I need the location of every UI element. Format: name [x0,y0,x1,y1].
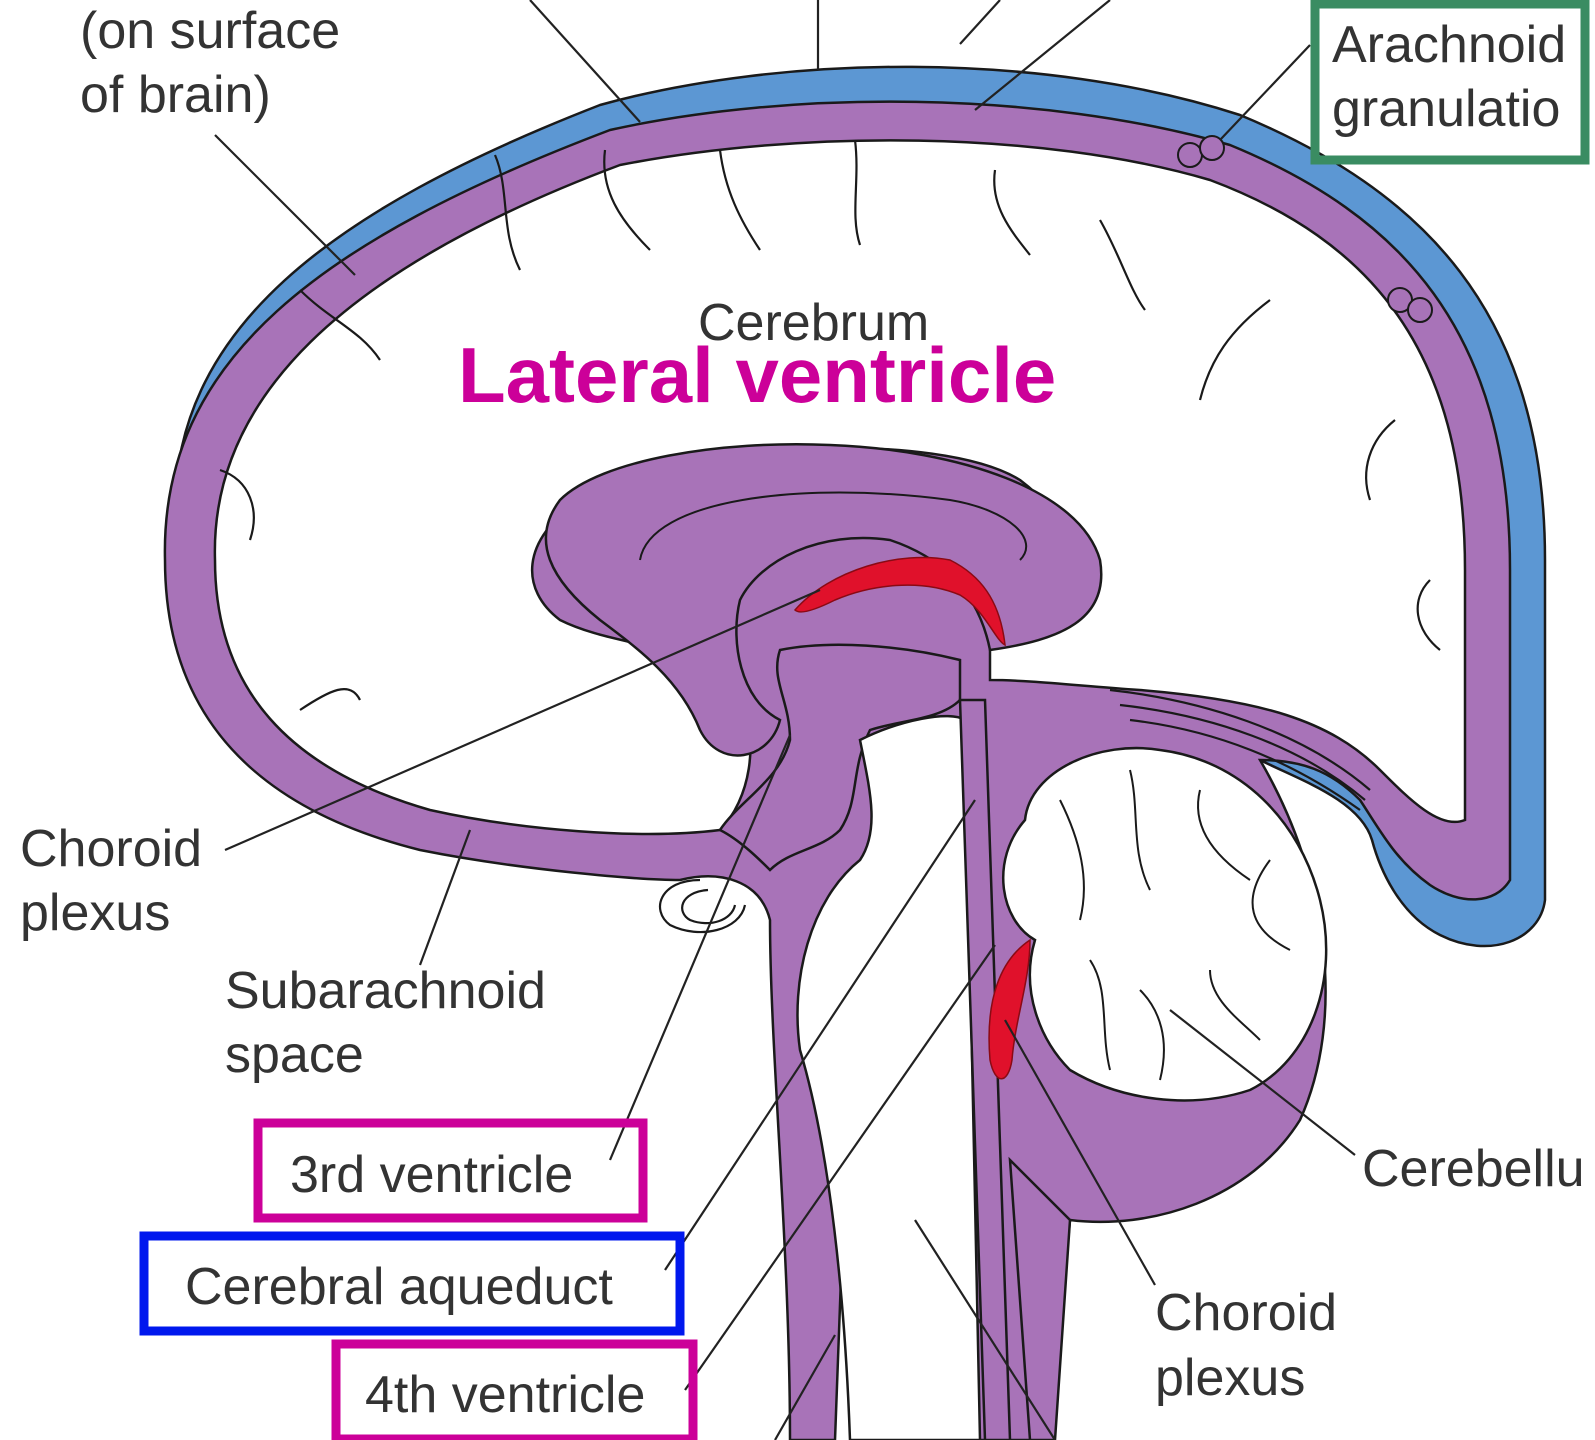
cerebral-aqueduct-label: Cerebral aqueduct [185,1258,613,1316]
cerebellum-label: Cerebellu [1362,1140,1585,1198]
choroid-plexus-left-line2: plexus [20,884,170,942]
choroid-plexus-left-line1: Choroid [20,820,202,878]
arachnoid-label-line1: Arachnoid [1332,16,1566,74]
pia-label-line1: (on surface [80,2,340,60]
pia-label-line2: of brain) [80,66,271,124]
third-ventricle-label: 3rd ventricle [290,1146,573,1204]
choroid-plexus-right-line1: Choroid [1155,1284,1337,1342]
subarachnoid-label-line1: Subarachnoid [225,962,546,1020]
subarachnoid-label-line2: space [225,1026,364,1084]
choroid-plexus-right-line2: plexus [1155,1349,1305,1407]
pituitary-loops [660,880,745,932]
arachnoid-label-line2: granulatio [1332,80,1560,138]
fourth-ventricle-label: 4th ventricle [365,1366,645,1424]
diagram-title: Lateral ventricle [458,331,1056,419]
